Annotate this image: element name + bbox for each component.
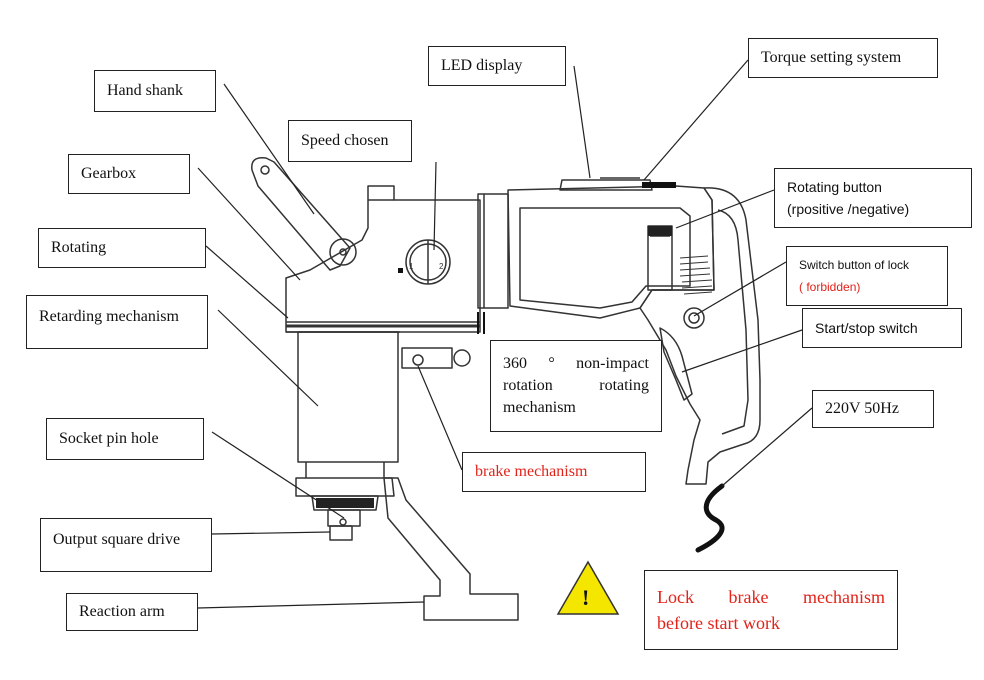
label-led-display: LED display	[428, 46, 566, 86]
output-ring-drawing	[311, 495, 379, 511]
label-hand-shank: Hand shank	[94, 70, 216, 112]
gearbox-drawing	[285, 185, 481, 333]
label-reaction-arm: Reaction arm	[66, 593, 198, 631]
label-retarding-mechanism: Retarding mechanism	[26, 295, 208, 349]
handle-drawing	[639, 187, 761, 485]
label-output-square-drive: Output square drive	[40, 518, 212, 572]
warning-symbol: !	[582, 585, 590, 610]
dial-mark-2: 2	[439, 262, 444, 271]
label-start-stop-switch: Start/stop switch	[802, 308, 962, 348]
label-gearbox: Gearbox	[68, 154, 190, 194]
hand-shank-drawing	[251, 157, 351, 271]
label-switch-button-of-lock: Switch button of lock ( forbidden)	[786, 246, 948, 306]
warning-triangle-icon	[556, 560, 620, 615]
label-voltage: 220V 50Hz	[812, 390, 934, 428]
label-rotating-button: Rotating button (rpositive /negative)	[774, 168, 972, 228]
label-lock-brake-warning: Lock brake mechanism before start work	[644, 570, 898, 650]
label-non-impact-rotation: 360 ° non-impact rotation rotating mecha…	[490, 340, 662, 432]
retarding-body-drawing	[297, 331, 399, 463]
power-cord-drawing	[695, 483, 725, 553]
led-display-drawing	[559, 179, 653, 191]
label-speed-chosen: Speed chosen	[288, 120, 412, 162]
label-rotating: Rotating	[38, 228, 206, 268]
output-square-drive-drawing	[329, 525, 353, 541]
brake-knob-drawing	[401, 347, 453, 369]
label-torque-setting-system: Torque setting system	[748, 38, 938, 78]
label-brake-mechanism: brake mechanism	[462, 452, 646, 492]
dial-mark-1: 1	[409, 262, 414, 271]
motor-body-drawing	[507, 185, 715, 319]
vent-grid-drawing	[679, 255, 713, 295]
trigger-drawing	[659, 327, 693, 401]
label-socket-pin-hole: Socket pin hole	[46, 418, 204, 460]
lock-switch-drawing	[683, 307, 705, 329]
reaction-arm-drawing	[383, 477, 519, 621]
